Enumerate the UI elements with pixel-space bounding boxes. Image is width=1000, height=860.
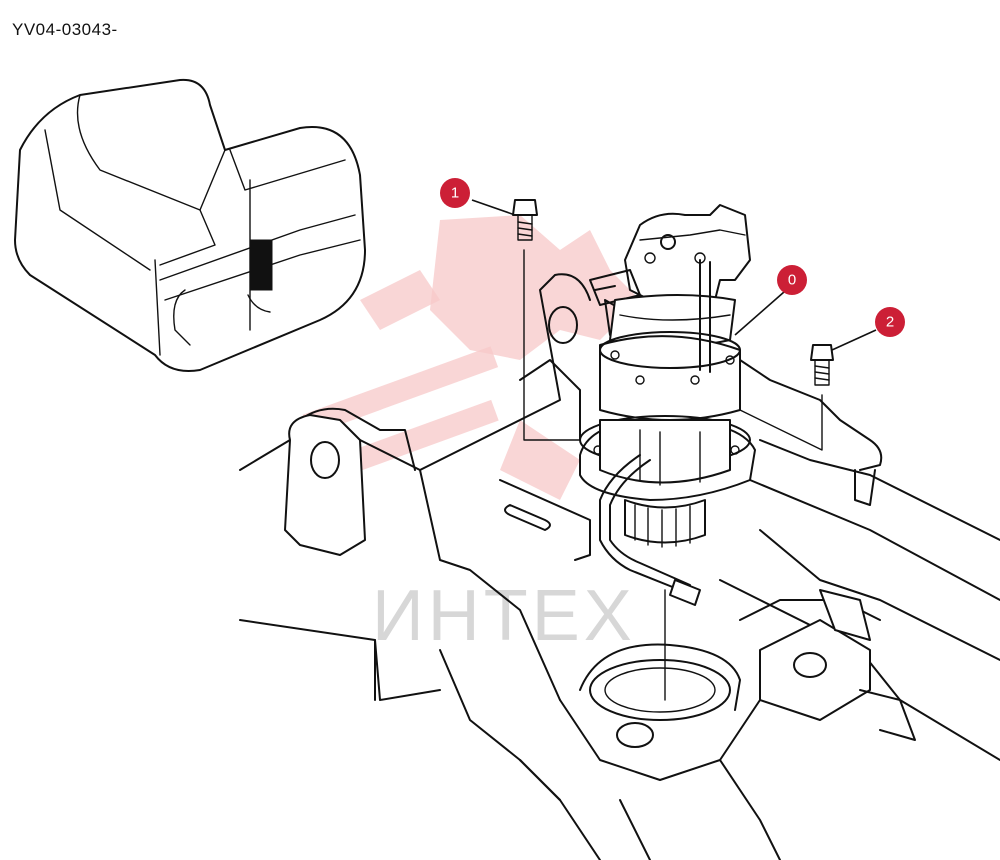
bolt-part-1 [512, 199, 581, 441]
callout-0[interactable]: 0 [777, 265, 807, 295]
swing-motor-assembly [579, 204, 756, 606]
diagram-code: YV04-03043- [12, 20, 118, 39]
callout-2[interactable]: 2 [875, 307, 905, 337]
excavator-overview-inset [14, 78, 366, 372]
svg-text:1: 1 [451, 185, 459, 202]
revolving-frame [239, 273, 1000, 801]
swing-circle-area [519, 589, 916, 860]
leader-callout-0 [734, 291, 785, 336]
svg-text:0: 0 [788, 272, 796, 289]
watermark-text: ИНТЕХ [372, 576, 636, 656]
callout-1[interactable]: 1 [440, 178, 470, 208]
bolt-part-2 [739, 344, 834, 451]
svg-text:2: 2 [886, 314, 894, 331]
leader-callout-2 [831, 329, 877, 351]
swing-motor-marker-icon [249, 239, 273, 291]
leader-callout-1 [471, 199, 516, 216]
